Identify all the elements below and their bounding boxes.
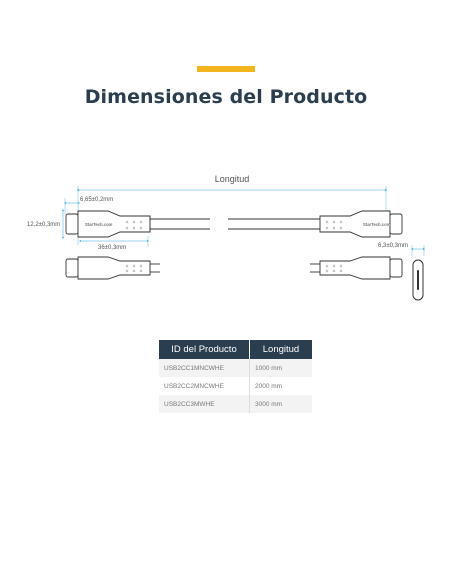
product-id-cell: USB2CC3MWHE bbox=[159, 395, 250, 413]
product-table: ID del Producto Longitud USB2CC1MNCWHE 1… bbox=[159, 340, 312, 413]
page-title: Dimensiones del Producto bbox=[84, 86, 368, 108]
table-header-row: ID del Producto Longitud bbox=[159, 340, 312, 359]
table-row: USB2CC1MNCWHE 1000 mm bbox=[159, 359, 312, 377]
product-id-cell: USB2CC1MNCWHE bbox=[159, 359, 250, 377]
brand-logo-right: StarTech.com bbox=[363, 222, 391, 227]
table-row: USB2CC3MWHE 3000 mm bbox=[159, 395, 312, 413]
column-header-product-id: ID del Producto bbox=[159, 340, 250, 359]
left-connector-top: StarTech.com bbox=[65, 210, 210, 238]
right-connector-top: StarTech.com bbox=[228, 210, 403, 238]
length-cell: 2000 mm bbox=[249, 377, 312, 395]
connector-length-label: 6,65±0,2mm bbox=[80, 197, 113, 203]
brand-logo-left: StarTech.com bbox=[85, 222, 113, 227]
right-connector-bottom bbox=[310, 256, 403, 280]
usb-c-end-view bbox=[412, 259, 424, 301]
length-cell: 3000 mm bbox=[249, 395, 312, 413]
product-id-cell: USB2CC2MNCWHE bbox=[159, 377, 250, 395]
left-connector-bottom bbox=[65, 256, 160, 280]
column-header-length: Longitud bbox=[249, 340, 312, 359]
accent-bar bbox=[197, 66, 255, 72]
tip-thickness-label: 6,3±0,3mm bbox=[378, 243, 408, 249]
length-cell: 1000 mm bbox=[249, 359, 312, 377]
connector-height-label: 12,2±0,3mm bbox=[27, 222, 60, 228]
housing-length-label: 36±0,3mm bbox=[98, 245, 126, 251]
length-label: Longitud bbox=[215, 174, 250, 184]
table-row: USB2CC2MNCWHE 2000 mm bbox=[159, 377, 312, 395]
